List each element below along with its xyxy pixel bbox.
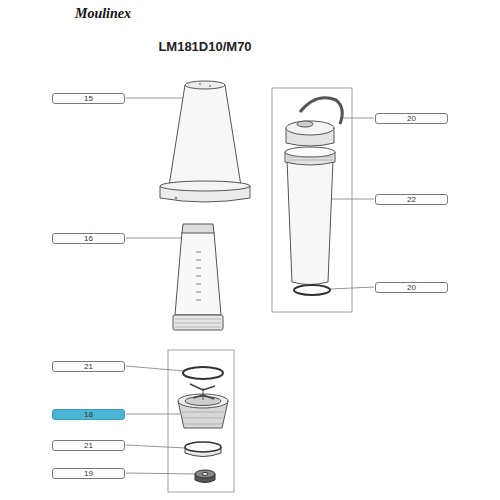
- callout-box: 21: [52, 361, 125, 372]
- callout-number: 22: [407, 196, 416, 204]
- leader-line: [126, 473, 195, 474]
- leader-line: [126, 98, 186, 99]
- callout-box: 22: [375, 194, 448, 205]
- callout-number: 16: [84, 235, 93, 243]
- leader-line: [340, 118, 374, 119]
- callout-box: 19: [52, 468, 125, 479]
- callout-number: 21: [84, 363, 93, 371]
- callout-number: 19: [84, 470, 93, 478]
- group-frame: [272, 88, 352, 312]
- callout-box: 15: [52, 93, 125, 104]
- seal-ring: [185, 442, 221, 457]
- callout-number: 15: [84, 95, 93, 103]
- leader-line: [126, 445, 186, 448]
- drive-coupling: [195, 470, 215, 483]
- callout-box: 18: [52, 409, 125, 420]
- seal-ring: [183, 367, 223, 379]
- leader-lines: [126, 98, 374, 474]
- callout-number: 20: [407, 284, 416, 292]
- travel-lid: [286, 98, 342, 146]
- seal-ring: [294, 285, 330, 295]
- model-title: LM181D10/M70: [0, 39, 410, 54]
- callout-box: 20: [375, 113, 448, 124]
- group-frame: [168, 350, 234, 492]
- callout-number: 21: [84, 442, 93, 450]
- brand-logo: Moulinex: [75, 6, 131, 22]
- blade-assembly: [178, 384, 228, 428]
- callout-box: 20: [375, 282, 448, 293]
- leader-line: [126, 366, 184, 371]
- callout-number: 20: [407, 115, 416, 123]
- callout-number: 18: [84, 411, 93, 419]
- leader-line: [126, 238, 181, 239]
- motor-base: [160, 81, 250, 202]
- leader-line: [330, 287, 374, 289]
- callout-box: 21: [52, 440, 125, 451]
- leader-line: [126, 414, 180, 415]
- travel-bottle: [285, 147, 335, 285]
- callout-box: 16: [52, 233, 125, 244]
- blender-jar: [173, 224, 223, 330]
- leader-line: [331, 199, 374, 200]
